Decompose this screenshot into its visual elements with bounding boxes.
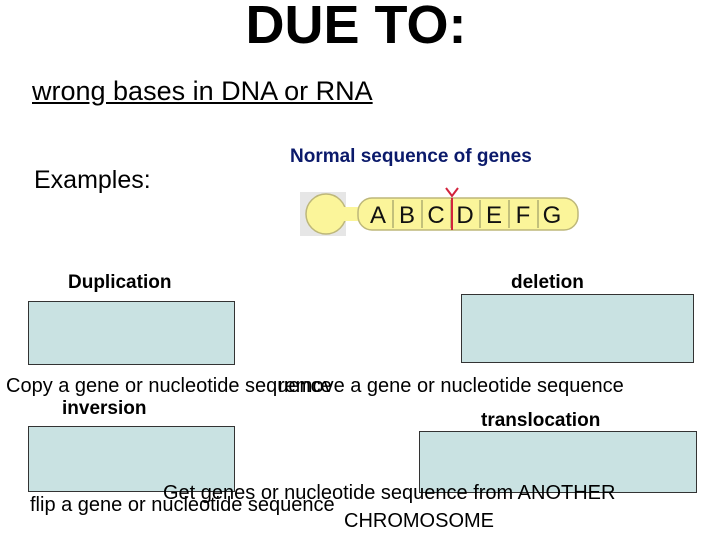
gene-letter: A: [370, 202, 386, 229]
translocation-label: translocation: [481, 410, 601, 431]
normal-sequence-label: Normal sequence of genes: [290, 146, 532, 167]
gene-letter: F: [516, 202, 531, 229]
break-marker-icon: [445, 187, 459, 198]
deletion-description: remove a gene or nucleotide sequence: [278, 375, 624, 397]
inversion-description: flip a gene or nucleotide sequence: [30, 494, 335, 516]
deletion-label: deletion: [511, 272, 584, 293]
gene-letter: B: [399, 202, 415, 229]
centromere-knob: [305, 193, 347, 235]
duplication-image-box: [28, 301, 235, 365]
deletion-image-box: [461, 294, 694, 363]
duplication-label: Duplication: [68, 272, 172, 293]
inversion-label: inversion: [62, 398, 147, 419]
gene-letter: E: [486, 202, 502, 229]
gene-letter: D: [456, 202, 473, 229]
inversion-image-box: [28, 426, 235, 492]
duplication-description: Copy a gene or nucleotide sequence: [6, 375, 332, 397]
chromosome-arm: [357, 197, 579, 231]
gene-letter: G: [543, 202, 562, 229]
slide-subtitle: wrong bases in DNA or RNA: [32, 76, 373, 106]
examples-label: Examples:: [34, 166, 151, 194]
translocation-image-box: [419, 431, 697, 493]
translocation-description-line1: Get genes or nucleotide sequence from AN…: [163, 482, 616, 504]
slide-title: DUE TO:: [245, 0, 467, 55]
translocation-description-line2: CHROMOSOME: [344, 510, 494, 532]
gene-letter: C: [427, 202, 444, 229]
